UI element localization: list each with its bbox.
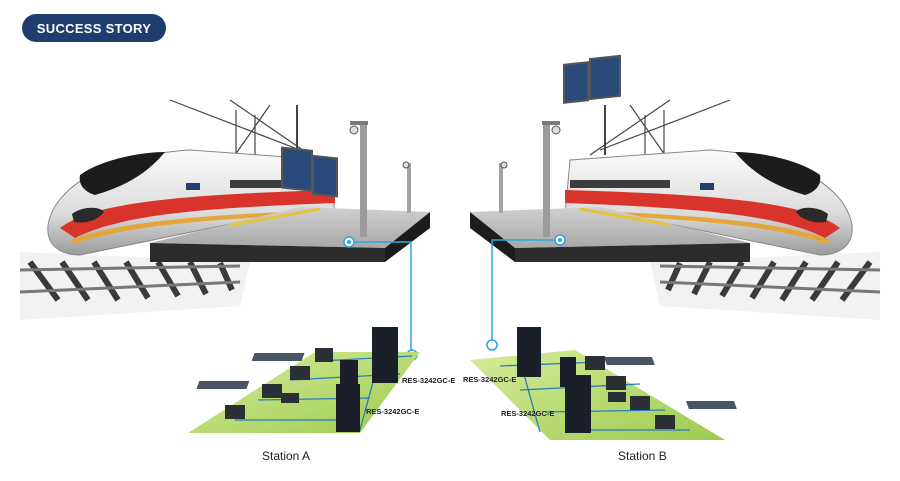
- display-board-left: [281, 105, 338, 198]
- right-scene: [470, 54, 881, 440]
- platform-right: [470, 207, 750, 262]
- rail-track-right: [650, 252, 881, 320]
- train-right: [564, 149, 853, 256]
- display-board-right: [563, 54, 621, 155]
- monitor-icon: [225, 348, 333, 419]
- lan-floor-right: [470, 327, 737, 440]
- rail-track-left: [19, 252, 250, 320]
- platform-left: [150, 207, 430, 262]
- uplink-right: [486, 234, 566, 351]
- device-label-b1: RES-3242GC-E: [463, 375, 517, 384]
- device-label-a1: RES-3242GC-E: [402, 376, 456, 385]
- camera-pole-right: [499, 121, 561, 237]
- lan-floor-left: [188, 327, 420, 433]
- monitor-icon: [585, 356, 675, 429]
- station-a-label: Station A: [262, 449, 311, 463]
- station-b-label: Station B: [618, 449, 667, 463]
- server-rack-icon: [336, 327, 398, 432]
- device-label-a2: RES-3242GC-E: [366, 407, 420, 416]
- left-scene: [19, 99, 430, 433]
- switch-icon: [196, 353, 305, 389]
- switch-icon: [603, 357, 737, 409]
- server-rack-icon: [517, 327, 591, 433]
- device-label-b2: RES-3242GC-E: [501, 409, 555, 418]
- success-story-badge: SUCCESS STORY: [22, 14, 166, 42]
- camera-pole-left: [349, 121, 411, 237]
